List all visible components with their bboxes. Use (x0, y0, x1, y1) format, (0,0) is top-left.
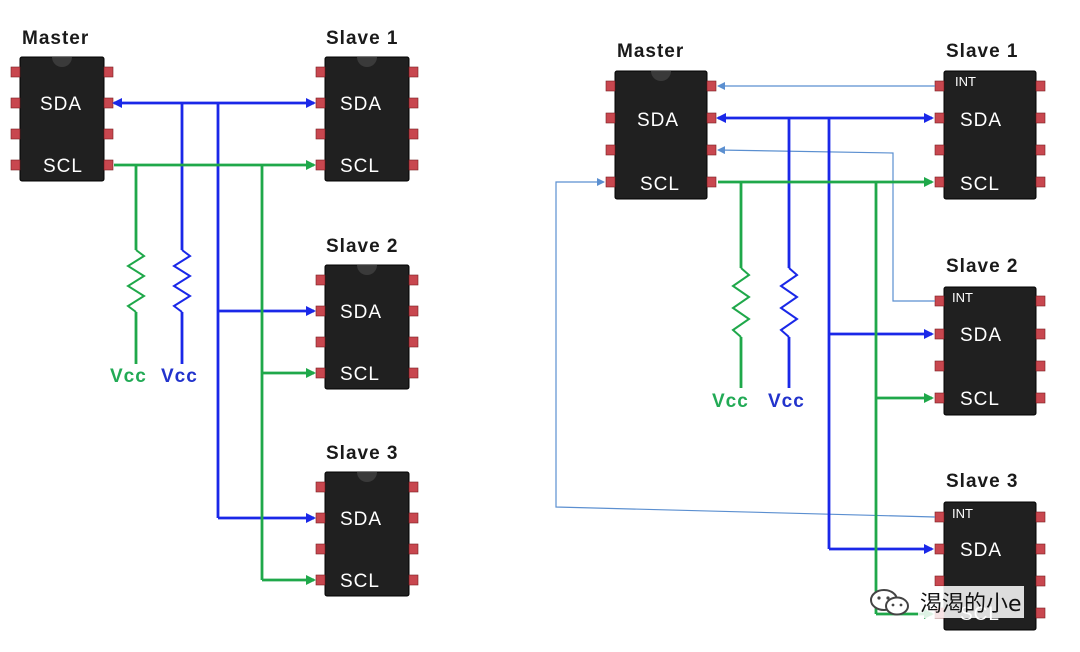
left-slave-1-chip: Slave 1 SDA SCL (315, 28, 419, 182)
right-slave-1-chip: Slave 1 INT SDA SCL (934, 41, 1046, 200)
watermark: 渴渴的小e (868, 584, 1024, 620)
right-slave-2-chip: Slave 2 INT SDA SCL (934, 256, 1046, 416)
right-slave-1-sda-label: SDA (960, 110, 1002, 131)
right-sda-bus (716, 113, 934, 554)
right-int-lines (555, 82, 936, 518)
right-master-title: Master (617, 41, 684, 62)
right-slave-1-int-label: INT (955, 74, 976, 89)
left-vcc-green-label: Vcc (110, 366, 147, 387)
left-slave-3-sda-label: SDA (340, 509, 382, 530)
watermark-text: 渴渴的小e (918, 586, 1024, 618)
right-master-chip: Master SDA SCL (605, 41, 717, 200)
right-slave-1-title: Slave 1 (946, 41, 1019, 62)
left-slave-3-chip: Slave 3 SDA SCL (315, 443, 419, 597)
left-master-title: Master (22, 28, 89, 49)
right-slave-3-int-label: INT (952, 506, 973, 521)
right-slave-2-int-label: INT (952, 290, 973, 305)
left-slave-2-scl-label: SCL (340, 364, 380, 385)
right-vcc-green-label: Vcc (712, 391, 749, 412)
right-slave-1-scl-label: SCL (960, 174, 1000, 195)
left-vcc-blue-label: Vcc (161, 366, 198, 387)
right-slave-3-title: Slave 3 (946, 471, 1019, 492)
left-slave-2-chip: Slave 2 SDA SCL (315, 236, 419, 390)
right-vcc-blue-label: Vcc (768, 391, 805, 412)
left-master-chip: Master SDA SCL (10, 28, 114, 182)
right-slave-3-sda-label: SDA (960, 540, 1002, 561)
right-master-scl-label: SCL (640, 174, 680, 195)
left-slave-3-title: Slave 3 (326, 443, 399, 464)
left-slave-1-scl-label: SCL (340, 156, 380, 177)
left-slave-2-title: Slave 2 (326, 236, 399, 257)
left-slave-3-scl-label: SCL (340, 571, 380, 592)
left-diagram: Master SDA SCL Slave 1 SDA SCL Slave 2 (10, 28, 419, 597)
left-master-sda-label: SDA (40, 94, 82, 115)
left-slave-1-title: Slave 1 (326, 28, 399, 49)
left-scl-bus (114, 160, 316, 585)
left-slave-2-sda-label: SDA (340, 302, 382, 323)
right-slave-2-title: Slave 2 (946, 256, 1019, 277)
right-master-sda-label: SDA (637, 110, 679, 131)
left-master-scl-label: SCL (43, 156, 83, 177)
left-slave-1-sda-label: SDA (340, 94, 382, 115)
left-sda-bus (112, 98, 316, 523)
right-diagram: Master SDA SCL Slave 1 INT SDA SCL Slave… (555, 41, 1046, 631)
wechat-logo-icon (870, 589, 909, 616)
right-scl-bus (718, 177, 934, 619)
right-slave-2-scl-label: SCL (960, 389, 1000, 410)
right-slave-2-sda-label: SDA (960, 325, 1002, 346)
